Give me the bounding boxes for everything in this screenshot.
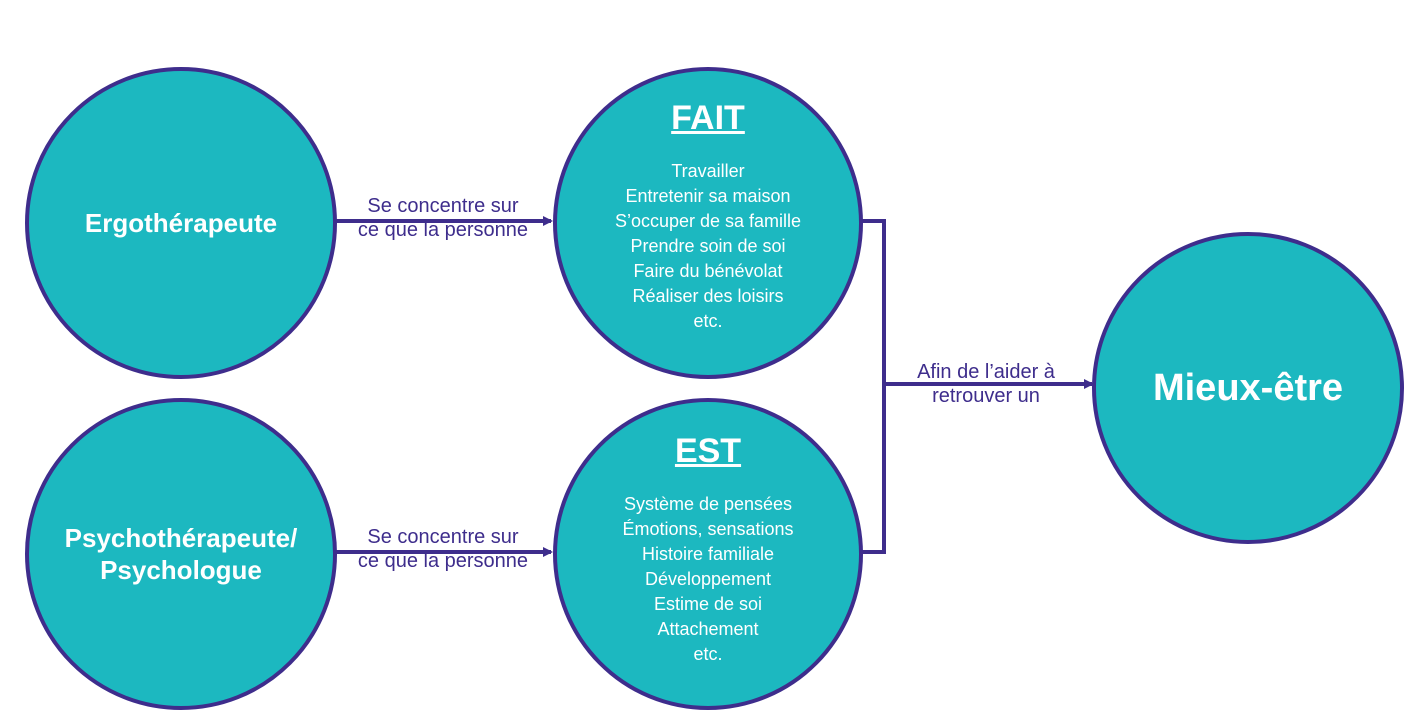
node-est-title: EST xyxy=(674,431,742,470)
node-ergotherapeute-label: Ergothérapeute xyxy=(84,208,278,238)
node-fait-title: FAIT xyxy=(671,98,745,137)
node-est: EST Système de pensées Émotions, sensati… xyxy=(553,398,863,710)
node-fait: FAIT Travailler Entretenir sa maison S’o… xyxy=(553,67,863,379)
list-item: S’occuper de sa famille xyxy=(614,210,802,231)
list-item: Attachement xyxy=(657,618,759,639)
list-item: Prendre soin de soi xyxy=(630,235,786,256)
list-item: Système de pensées xyxy=(623,493,793,514)
node-fait-list: Travailler Entretenir sa maison S’occupe… xyxy=(615,159,801,334)
list-item: Développement xyxy=(644,568,772,589)
list-item: Entretenir sa maison xyxy=(625,185,791,206)
list-item: Histoire familiale xyxy=(641,543,775,564)
node-psychotherapeute-label: Psychothérapeute/ Psychologue xyxy=(64,523,298,585)
node-mieux-etre: Mieux-être xyxy=(1092,232,1404,544)
list-item: Estime de soi xyxy=(653,593,763,614)
node-mieux-etre-label: Mieux-être xyxy=(1152,366,1344,409)
edge-label-bottom: Se concentre sur ce que la personne xyxy=(357,526,529,572)
list-item: Travailler xyxy=(671,160,745,181)
list-item: Faire du bénévolat xyxy=(633,260,783,281)
edge-label-merge: Afin de l’aider à retrouver un xyxy=(917,361,1055,407)
bracket-connector xyxy=(860,219,886,554)
node-ergotherapeute: Ergothérapeute xyxy=(25,67,337,379)
list-item: Émotions, sensations xyxy=(622,518,794,539)
node-est-list: Système de pensées Émotions, sensations … xyxy=(622,492,793,667)
list-item: Réaliser des loisirs xyxy=(632,285,784,306)
list-item: etc. xyxy=(693,643,723,664)
edge-label-top: Se concentre sur ce que la personne xyxy=(357,195,529,241)
list-item: etc. xyxy=(693,310,723,331)
node-psychotherapeute: Psychothérapeute/ Psychologue xyxy=(25,398,337,710)
